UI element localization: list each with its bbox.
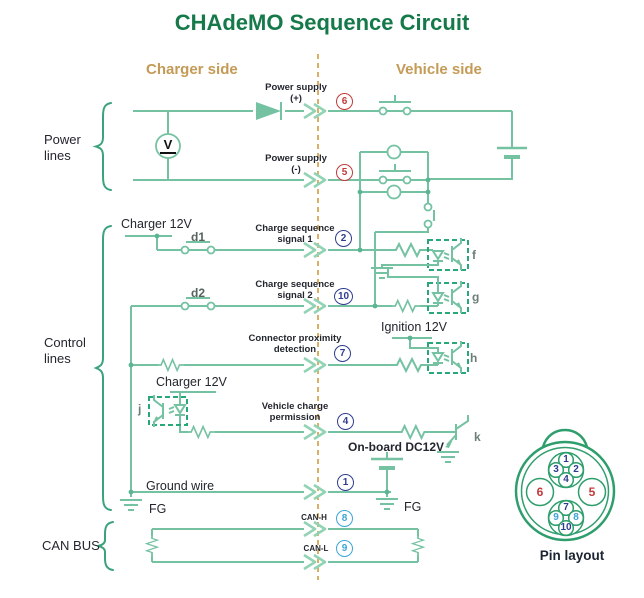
pin-layout-connector xyxy=(514,428,616,542)
optocoupler-g xyxy=(387,268,469,314)
label-charger-12v-bottom: Charger 12V xyxy=(156,375,227,389)
label-fg-charger: FG xyxy=(149,502,167,516)
label-fg-vehicle: FG xyxy=(404,500,422,514)
label-optocoupler-f: f xyxy=(472,248,476,262)
pin-layout-number-7: 7 xyxy=(563,502,569,513)
pin-badge-9: 9 xyxy=(336,540,353,557)
vehicle-traction-battery xyxy=(428,146,527,180)
pin-layout-caption: Pin layout xyxy=(539,548,605,563)
switch-e xyxy=(374,192,435,306)
pin-layout-number-5: 5 xyxy=(588,485,596,499)
vehicle-side-header: Vehicle side xyxy=(396,61,482,78)
vehicle-charge-permission-wire xyxy=(170,391,456,439)
label-connector-proximity-detection: Connector proximity detection xyxy=(248,333,342,355)
label-power-supply-plus: Power supply (+) xyxy=(265,82,327,104)
pin-layout-number-10: 10 xyxy=(560,522,572,533)
charge-sequence-signal-1-wire xyxy=(125,235,433,257)
page-title: CHAdeMO Sequence Circuit xyxy=(174,10,470,35)
pin-badge-6: 6 xyxy=(336,93,353,110)
pin-badge-7: 7 xyxy=(334,345,351,362)
pin-badge-5: 5 xyxy=(336,164,353,181)
label-optocoupler-j: j xyxy=(138,402,142,416)
pin-badge-8: 8 xyxy=(336,510,353,527)
charger-side-header: Charger side xyxy=(146,61,238,78)
pin-badge-1: 1 xyxy=(337,474,354,491)
contactor-coils xyxy=(359,144,429,250)
label-vehicle-charge-permission: Vehicle charge permission xyxy=(261,401,329,423)
section-label-can-bus: CAN BUS xyxy=(42,538,100,553)
pin-badge-2: 2 xyxy=(335,230,352,247)
onboard-12v-battery xyxy=(371,452,403,510)
pin-layout-number-2: 2 xyxy=(573,464,579,475)
label-charger-12v-top: Charger 12V xyxy=(121,217,192,231)
pin-layout-number-4: 4 xyxy=(563,474,569,485)
diode xyxy=(256,102,282,120)
label-switch-d2: d2 xyxy=(191,286,206,300)
label-optocoupler-g: g xyxy=(472,290,480,304)
label-can-l: CAN-L xyxy=(303,544,329,553)
label-onboard-dc12v: On-board DC12V xyxy=(348,440,445,454)
pin-layout-number-8: 8 xyxy=(573,512,579,523)
pin-layout-number-3: 3 xyxy=(553,464,559,475)
section-braces xyxy=(92,102,114,571)
transistor-k xyxy=(436,415,469,463)
section-label-power-lines: Power lines xyxy=(44,132,81,163)
optocoupler-j xyxy=(148,394,188,428)
power-plus-wire xyxy=(133,110,513,148)
label-can-h: CAN-H xyxy=(301,513,327,522)
charge-sequence-signal-2-wire xyxy=(131,297,438,313)
pin-layout-number-9: 9 xyxy=(553,512,559,523)
pin-badge-10: 10 xyxy=(334,288,353,305)
section-label-control-lines: Control lines xyxy=(44,335,86,366)
junction-dots xyxy=(128,177,431,495)
label-ground-wire: Ground wire xyxy=(146,479,215,493)
connector-proximity-wire xyxy=(131,358,438,372)
label-charge-sequence-signal-1: Charge sequence signal 1 xyxy=(255,223,335,245)
label-ignition-12v: Ignition 12V xyxy=(381,320,448,334)
pin-badge-4: 4 xyxy=(337,413,354,430)
label-switch-d1: d1 xyxy=(191,230,206,244)
label-power-supply-minus: Power supply (-) xyxy=(265,153,327,175)
label-optocoupler-h: h xyxy=(470,351,478,365)
label-transistor-k: k xyxy=(474,430,481,444)
can-bus-wires xyxy=(145,528,425,563)
pin-layout-number-6: 6 xyxy=(536,485,544,499)
label-charge-sequence-signal-2: Charge sequence signal 2 xyxy=(255,279,335,301)
voltmeter-symbol-v: V xyxy=(160,138,176,154)
pin-layout-number-1: 1 xyxy=(563,454,569,465)
optocoupler-f xyxy=(370,237,469,279)
charger-ground-rail xyxy=(119,306,143,511)
